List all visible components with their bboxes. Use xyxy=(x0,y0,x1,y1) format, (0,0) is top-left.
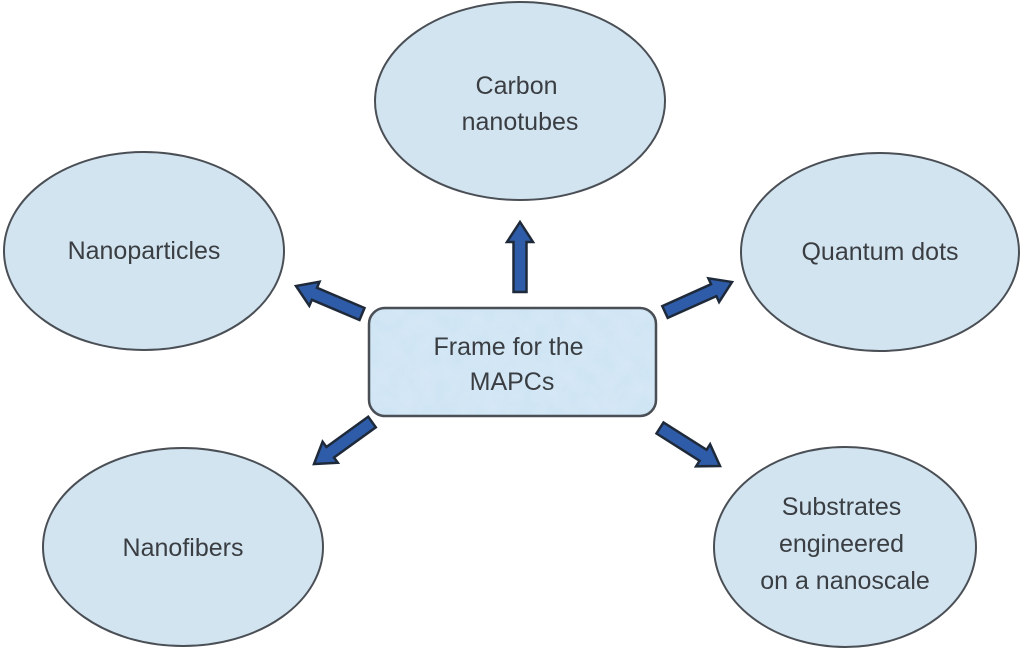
arrow-to-nanoparticles xyxy=(293,280,367,322)
node-nanoparticles: Nanoparticles xyxy=(3,151,285,351)
center-box-outline xyxy=(367,306,658,418)
node-carbon-nanotubes: Carbon nanotubes xyxy=(374,1,666,201)
node-ellipse xyxy=(713,446,977,648)
node-label-line: Nanofibers xyxy=(123,534,244,562)
node-label-line: Nanoparticles xyxy=(68,237,221,265)
arrow-to-carbon-nanotubes xyxy=(504,219,536,294)
center-node-frame-for-mapcs: Frame for the MAPCs xyxy=(367,306,658,418)
node-ellipse xyxy=(740,152,1020,352)
center-label: Frame for the MAPCs xyxy=(433,333,590,396)
node-nanofibers: Nanofibers xyxy=(42,447,324,647)
node-label-line: on a nanoscale xyxy=(760,567,930,595)
node-label-line: Quantum dots xyxy=(801,238,958,266)
node-label-line: Carbon xyxy=(476,72,558,100)
node-ellipse xyxy=(42,447,324,647)
arrow-to-nanofibers xyxy=(312,414,378,466)
node-ellipse xyxy=(374,1,666,201)
node-label-line: nanotubes xyxy=(462,108,579,136)
node-label-line: Substrates xyxy=(782,493,902,521)
node-quantum-dots: Quantum dots xyxy=(740,152,1020,352)
node-label-line: engineered xyxy=(779,530,904,558)
node-label: Quantum dots xyxy=(801,238,958,266)
arrow-to-substrates-engineered xyxy=(654,420,722,468)
node-label: Substrates engineered on a nanoscale xyxy=(760,493,930,595)
arrow-to-quantum-dots xyxy=(660,276,735,320)
center-label-line: Frame for the xyxy=(433,333,583,361)
node-label: Carbon nanotubes xyxy=(462,72,579,136)
node-substrates-engineered: Substrates engineered on a nanoscale xyxy=(713,446,977,648)
center-label-line: MAPCs xyxy=(470,368,555,396)
node-label: Nanoparticles xyxy=(68,237,221,265)
node-ellipse xyxy=(3,151,285,351)
node-label: Nanofibers xyxy=(123,534,244,562)
center-box-texture xyxy=(371,310,654,414)
